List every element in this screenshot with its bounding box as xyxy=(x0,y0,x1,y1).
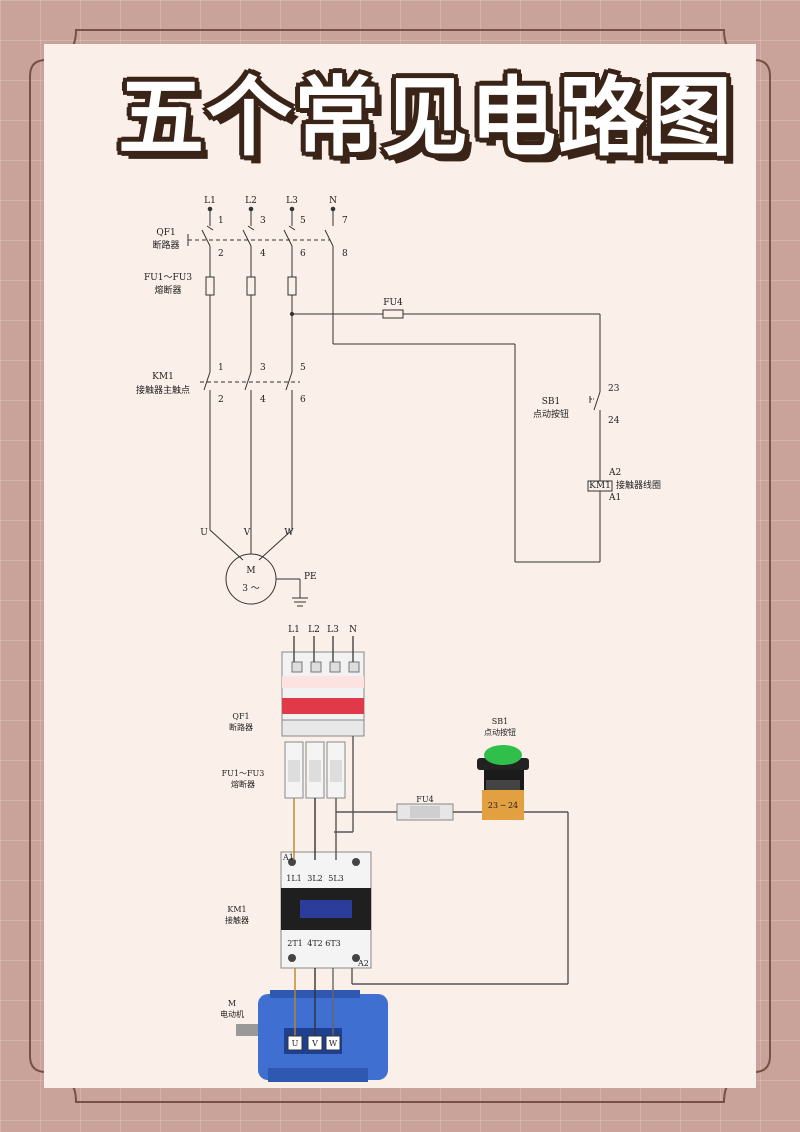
wiring-phase-l3: L3 xyxy=(327,625,339,635)
wiring-qf1-code: QF1 xyxy=(232,712,250,721)
terminal-label: 7 xyxy=(342,216,348,226)
km1-main-contacts-symbol xyxy=(200,371,300,530)
sb1-button-device xyxy=(477,745,529,820)
km1-code-label: KM1 xyxy=(152,372,174,382)
terminal-label: 4 xyxy=(260,249,266,259)
terminal-label: 1 xyxy=(218,363,224,373)
terminal-label: 3 xyxy=(260,216,266,226)
terminal-label: 6 xyxy=(300,395,306,405)
motor-phase-label: 3 ～ xyxy=(242,584,260,594)
wiring-fuses-name: 熔断器 xyxy=(231,780,255,789)
wiring-fu4-code: FU4 xyxy=(416,795,434,804)
phase-inputs xyxy=(207,206,336,226)
km-bottom-terminal: 4T2 xyxy=(307,939,323,948)
motor-box-w: W xyxy=(328,1039,338,1048)
terminal-label: 2 xyxy=(218,395,224,405)
fuses-device xyxy=(284,741,346,799)
terminal-label: 6 xyxy=(300,249,306,259)
coil-name-label: 接触器线圈 xyxy=(616,481,662,491)
wiring-sb1-terminals: 23 ─ 24 xyxy=(487,801,519,810)
km-bottom-terminal: 2T1 xyxy=(287,939,303,948)
wiring-motor-name: 电动机 xyxy=(220,1010,244,1019)
motor-terminal-u: U xyxy=(200,528,208,538)
qf1-name-label: 断路器 xyxy=(152,241,180,251)
wiring-motor-code: M xyxy=(227,999,237,1008)
fuses-symbol xyxy=(205,276,297,372)
terminal-label: 4 xyxy=(260,395,266,405)
wiring-phase-l2: L2 xyxy=(308,625,320,635)
km1-name-label: 接触器主触点 xyxy=(135,386,191,396)
sb1-terminal-label: 23 xyxy=(608,384,620,394)
terminal-label: 2 xyxy=(218,249,224,259)
motor-terminal-boxes xyxy=(287,1035,341,1051)
fuses-code-label: FU1～FU3 xyxy=(143,273,193,283)
wiring-phase-n: N xyxy=(349,625,357,635)
motor-terminal-v: V xyxy=(243,528,251,538)
coil-code-label: KM1 xyxy=(589,481,611,491)
sb1-name-label: 点动按钮 xyxy=(532,410,570,420)
control-circuit xyxy=(289,309,613,563)
wiring-qf1-name: 断路器 xyxy=(229,723,253,732)
motor-box-u: U xyxy=(291,1039,299,1048)
qf1-breaker-symbol xyxy=(187,225,334,344)
fuses-name-label: 熔断器 xyxy=(154,286,182,296)
phase-label-n: N xyxy=(329,196,337,206)
sb1-terminal-label: 24 xyxy=(608,416,620,426)
wiring-sb1-name: 点动按钮 xyxy=(484,728,516,737)
qf1-breaker-device xyxy=(281,651,365,737)
motor-terminal-w: W xyxy=(284,528,294,538)
wiring-phase-l1: L1 xyxy=(288,625,300,635)
terminal-label: 5 xyxy=(300,363,306,373)
km-a2-label: A2 xyxy=(358,959,369,968)
wiring-lines xyxy=(293,636,569,1036)
content-panel xyxy=(44,44,756,1088)
motor-box-v: V xyxy=(312,1039,318,1048)
outer-frame xyxy=(29,29,771,1103)
wiring-km1-name: 接触器 xyxy=(225,916,249,925)
coil-a1-label: A1 xyxy=(609,493,622,503)
phase-label-l2: L2 xyxy=(245,196,257,206)
km-top-terminal: 3L2 xyxy=(307,874,323,883)
terminal-label: 3 xyxy=(260,363,266,373)
terminal-label: 5 xyxy=(300,216,306,226)
km-bottom-terminal: 6T3 xyxy=(325,939,341,948)
fu4-device xyxy=(396,803,454,821)
page-title: 五个常见电路图 xyxy=(118,68,734,168)
qf1-code-label: QF1 xyxy=(156,228,176,238)
km-a1-label: A1 xyxy=(283,853,294,862)
phase-label-l1: L1 xyxy=(204,196,216,206)
km1-contactor-device xyxy=(280,851,372,969)
motor-symbol xyxy=(209,529,308,607)
coil-a2-label: A2 xyxy=(609,468,622,478)
pe-label: PE xyxy=(304,572,317,582)
wiring-fuses-code: FU1～FU3 xyxy=(221,769,265,778)
km-top-terminal: 1L1 xyxy=(286,874,302,883)
phase-label-l3: L3 xyxy=(286,196,298,206)
km-top-terminal: 5L3 xyxy=(328,874,344,883)
wiring-sb1-code: SB1 xyxy=(491,717,509,726)
terminal-label: 8 xyxy=(342,249,348,259)
terminal-label: 1 xyxy=(218,216,224,226)
wiring-km1-code: KM1 xyxy=(227,905,247,914)
motor-symbol-label: M xyxy=(246,566,256,576)
sb1-code-label: SB1 xyxy=(541,397,561,407)
fu4-label: FU4 xyxy=(383,298,403,308)
